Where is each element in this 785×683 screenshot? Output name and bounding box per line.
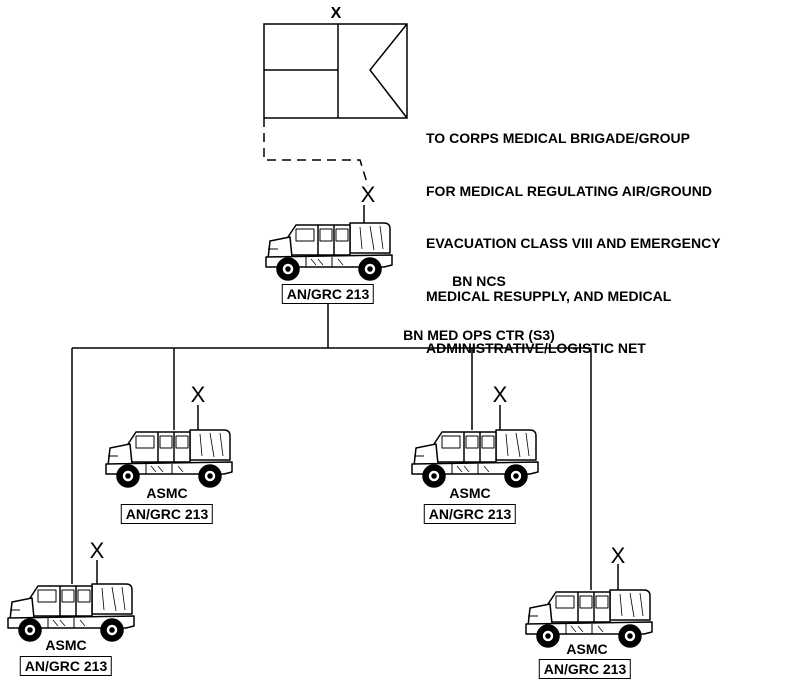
hq-description-line: ADMINISTRATIVE/LOGISTIC NET (426, 340, 646, 356)
station-name: ASMC (146, 485, 188, 501)
hq-description-line: EVACUATION CLASS VIII AND EMERGENCY (426, 235, 721, 251)
antenna-mark: X (492, 382, 508, 407)
hq-description: TO CORPS MEDICAL BRIGADE/GROUP FOR MEDIC… (426, 95, 721, 375)
hq-unit-symbol (263, 23, 408, 119)
antenna-mark: X (89, 538, 105, 563)
station-vehicle-4 (525, 589, 653, 648)
radio-label: AN/GRC 213 (281, 284, 375, 304)
hq-link-dashed (263, 118, 369, 187)
station-vehicle-1 (105, 429, 233, 488)
network-lines (71, 303, 592, 590)
antenna-mark: X (610, 543, 626, 568)
radio-label: AN/GRC 213 (538, 659, 632, 679)
antenna-mark: X (360, 182, 376, 207)
station-vehicle-2 (411, 429, 539, 488)
net-control-role-line: BN MED OPS CTR (S3) (403, 327, 555, 343)
hq-description-line: TO CORPS MEDICAL BRIGADE/GROUP (426, 130, 690, 146)
radio-label: AN/GRC 213 (423, 504, 517, 524)
hq-echelon-mark: X (330, 5, 342, 22)
net-control-vehicle (265, 222, 393, 281)
hq-description-line: MEDICAL RESUPPLY, AND MEDICAL (426, 287, 672, 304)
station-name: ASMC (566, 641, 608, 657)
hq-description-line: FOR MEDICAL REGULATING AIR/GROUND (426, 182, 712, 199)
radio-label: AN/GRC 213 (19, 656, 113, 676)
radio-label: AN/GRC 213 (120, 504, 214, 524)
station-name: ASMC (449, 485, 491, 501)
station-vehicle-3 (7, 583, 135, 642)
net-control-role: BN NCS BN MED OPS CTR (S3) (403, 236, 555, 362)
station-name: ASMC (45, 637, 87, 653)
antenna-mark: X (190, 382, 206, 407)
antennas (96, 205, 619, 590)
net-control-role-line: BN NCS (452, 273, 506, 289)
